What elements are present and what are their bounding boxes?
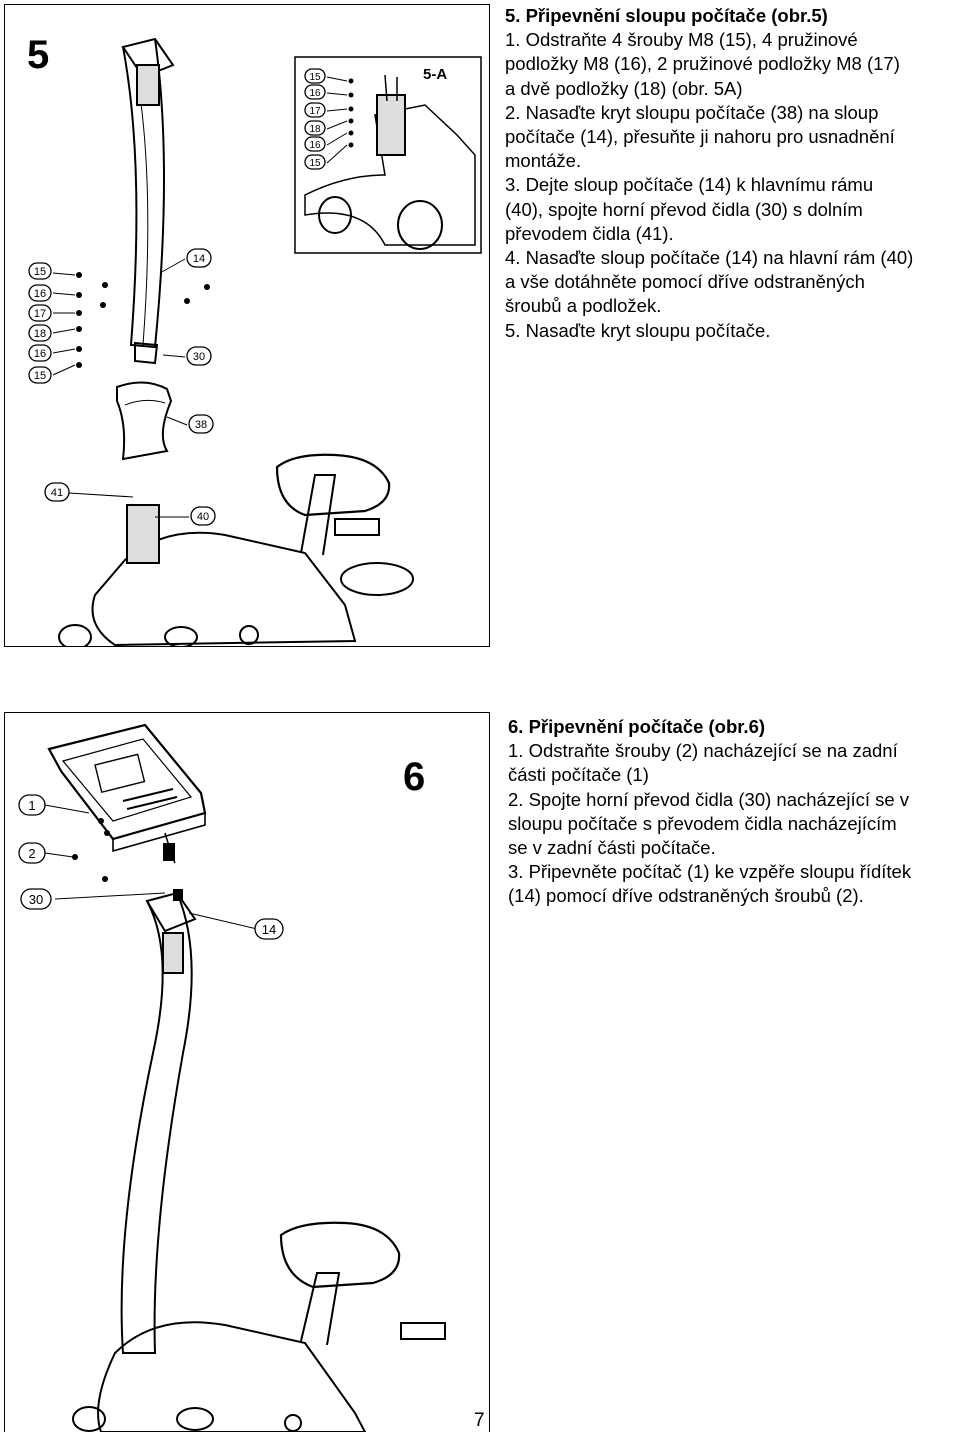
fig5-inset-part-4: 16 (309, 140, 321, 151)
fig5-side-part-3: 18 (34, 328, 46, 340)
fig5-part-14: 14 (193, 253, 205, 265)
fig5-inset-part-3: 18 (309, 124, 321, 135)
section-6-line: se v zadní části počítače. (508, 837, 716, 859)
section-6-line: sloupu počítače s převodem čidla nacháze… (508, 812, 897, 834)
figure-5-drawing: 15 16 17 18 16 15 15 16 17 18 16 15 14 3… (28, 37, 482, 646)
section-5-line: (40), spojte horní převod čidla (30) s d… (505, 198, 863, 220)
section-6-line: části počítače (1) (508, 764, 649, 786)
section-5-line: podložky M8 (16), 2 pružinové podložky M… (505, 53, 900, 75)
fig6-part-2: 2 (28, 846, 35, 861)
section-5-line: 2. Nasaďte kryt sloupu počítače (38) na … (505, 101, 879, 123)
section-6-heading: 6. Připevnění počítače (obr.6) (508, 716, 766, 737)
section-5-text: 5. Připevnění sloupu počítače (obr.5) 1.… (505, 4, 913, 343)
fig6-part-14: 14 (262, 922, 276, 937)
fig5-side-part-0: 15 (34, 266, 46, 278)
section-5-line: 4. Nasaďte sloup počítače (14) na hlavní… (505, 247, 914, 269)
section-5-line: 1. Odstraňte 4 šrouby M8 (15), 4 pružino… (505, 29, 858, 51)
section-6-line: (14) pomocí dříve odstraněných šroubů (2… (508, 885, 864, 907)
fig6-part-1: 1 (28, 798, 35, 813)
section-5-line: a vše dotáhněte pomocí dříve odstraněnýc… (505, 271, 865, 293)
section-6-text: 6. Připevnění počítače (obr.6) 1. Odstra… (508, 715, 911, 909)
fig5-inset-part-1: 16 (309, 88, 321, 99)
figure-6-drawing: 1 2 30 14 (18, 723, 446, 1432)
fig5-inset-part-0: 15 (309, 72, 321, 83)
section-5-line: a dvě podložky (18) (obr. 5A) (505, 77, 743, 99)
fig5-part-38: 38 (195, 419, 207, 431)
figure-5: 5 (4, 4, 490, 647)
section-5-heading: 5. Připevnění sloupu počítače (obr.5) (505, 5, 828, 26)
fig5-inset-part-2: 17 (309, 106, 321, 117)
fig5-part-30: 30 (193, 351, 205, 363)
section-5-line: počítače (14), přesuňte ji nahoru pro us… (505, 126, 895, 148)
section-6-line: 2. Spojte horní převod čidla (30) nacház… (508, 788, 910, 810)
figure-6: 6 (4, 712, 490, 1432)
fig5-side-part-5: 15 (34, 370, 46, 382)
section-6-line: 1. Odstraňte šrouby (2) nacházející se n… (508, 740, 898, 762)
section-5-line: montáže. (505, 150, 582, 172)
section-5-line: 3. Dejte sloup počítače (14) k hlavnímu … (505, 174, 874, 196)
fig6-part-30: 30 (29, 892, 43, 907)
section-6-line: 3. Připevněte počítač (1) ke vzpěře slou… (508, 861, 912, 883)
fig5-part-40: 40 (197, 511, 209, 523)
figure-6-number: 6 (403, 755, 426, 799)
page-number: 7 (474, 1410, 485, 1431)
fig5-side-part-2: 17 (34, 308, 46, 320)
figure-5-number: 5 (27, 33, 50, 77)
section-5-line: 5. Nasaďte kryt sloupu počítače. (505, 319, 771, 341)
section-5-line: převodem čidla (41). (505, 222, 674, 244)
fig5-inset-part-5: 15 (309, 158, 321, 169)
section-5-line: šroubů a podložek. (505, 295, 662, 317)
fig5-side-part-4: 16 (34, 348, 46, 360)
fig5-inset-label: 5-A (423, 66, 447, 83)
fig5-part-41: 41 (51, 487, 63, 499)
fig5-side-part-1: 16 (34, 288, 46, 300)
